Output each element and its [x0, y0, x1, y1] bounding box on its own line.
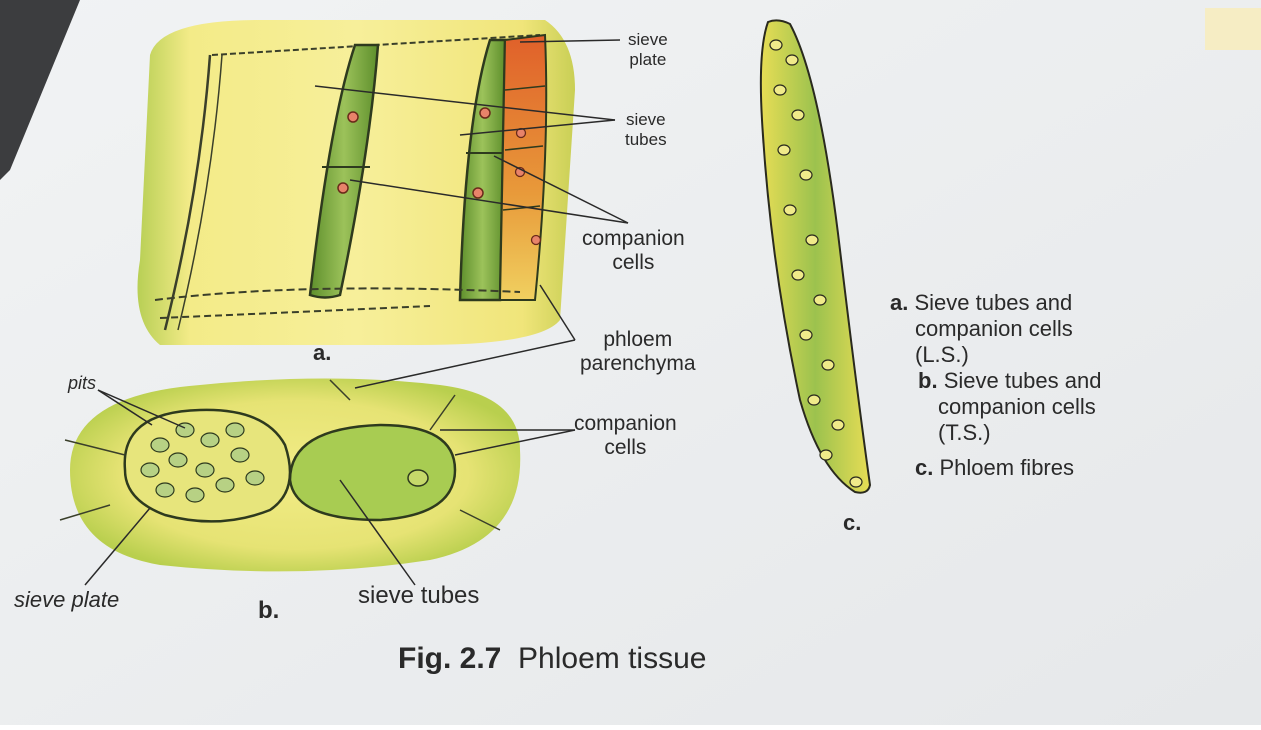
- legend-entry-c: c. Phloem fibres: [915, 455, 1074, 481]
- legend-text: companion cells: [890, 316, 1073, 342]
- label-text: cells: [574, 436, 677, 460]
- legend-entry-a: a. Sieve tubes and companion cells (L.S.…: [890, 290, 1073, 368]
- label-text: sieve: [625, 110, 667, 130]
- legend-letter: c.: [915, 455, 933, 480]
- label-text: companion: [574, 412, 677, 436]
- caption-number: Fig. 2.7: [398, 642, 501, 675]
- label-text: sieve: [628, 30, 668, 50]
- legend-text: (T.S.): [918, 420, 1101, 446]
- label-sieve-plate-a: sieve plate: [628, 30, 668, 69]
- label-sieve-plate-b: sieve plate: [14, 587, 119, 612]
- caption-title: Phloem tissue: [518, 642, 706, 675]
- legend-letter: a.: [890, 290, 908, 315]
- legend-entry-b: b. Sieve tubes and companion cells (T.S.…: [918, 368, 1101, 446]
- legend-text: Sieve tubes and: [944, 368, 1102, 393]
- label-phloem-parenchyma: phloem parenchyma: [580, 328, 696, 376]
- label-text: parenchyma: [580, 352, 696, 376]
- panel-a-drawing: [138, 20, 576, 345]
- legend-text: Phloem fibres: [939, 455, 1074, 480]
- legend-text: Sieve tubes and: [914, 290, 1072, 315]
- panel-b-letter: b.: [258, 597, 279, 625]
- label-text: phloem: [580, 328, 696, 352]
- figure-caption: Fig. 2.7 Phloem tissue: [398, 642, 706, 677]
- legend-letter: b.: [918, 368, 938, 393]
- label-sieve-tubes-b: sieve tubes: [358, 582, 479, 610]
- label-text: plate: [628, 50, 668, 70]
- label-companion-cells-b: companion cells: [574, 412, 677, 460]
- label-companion-cells-a: companion cells: [582, 227, 685, 275]
- label-pits: pits: [68, 373, 96, 394]
- label-text: cells: [582, 251, 685, 275]
- panel-a-letter: a.: [313, 340, 331, 365]
- panel-b-drawing: [60, 379, 520, 572]
- legend-text: companion cells: [918, 394, 1101, 420]
- panel-c-letter: c.: [843, 510, 861, 535]
- label-text: tubes: [625, 130, 667, 150]
- label-text: companion: [582, 227, 685, 251]
- legend-text: (L.S.): [890, 342, 1073, 368]
- label-sieve-tubes-a: sieve tubes: [625, 110, 667, 149]
- page-corner-tab: [1205, 8, 1261, 50]
